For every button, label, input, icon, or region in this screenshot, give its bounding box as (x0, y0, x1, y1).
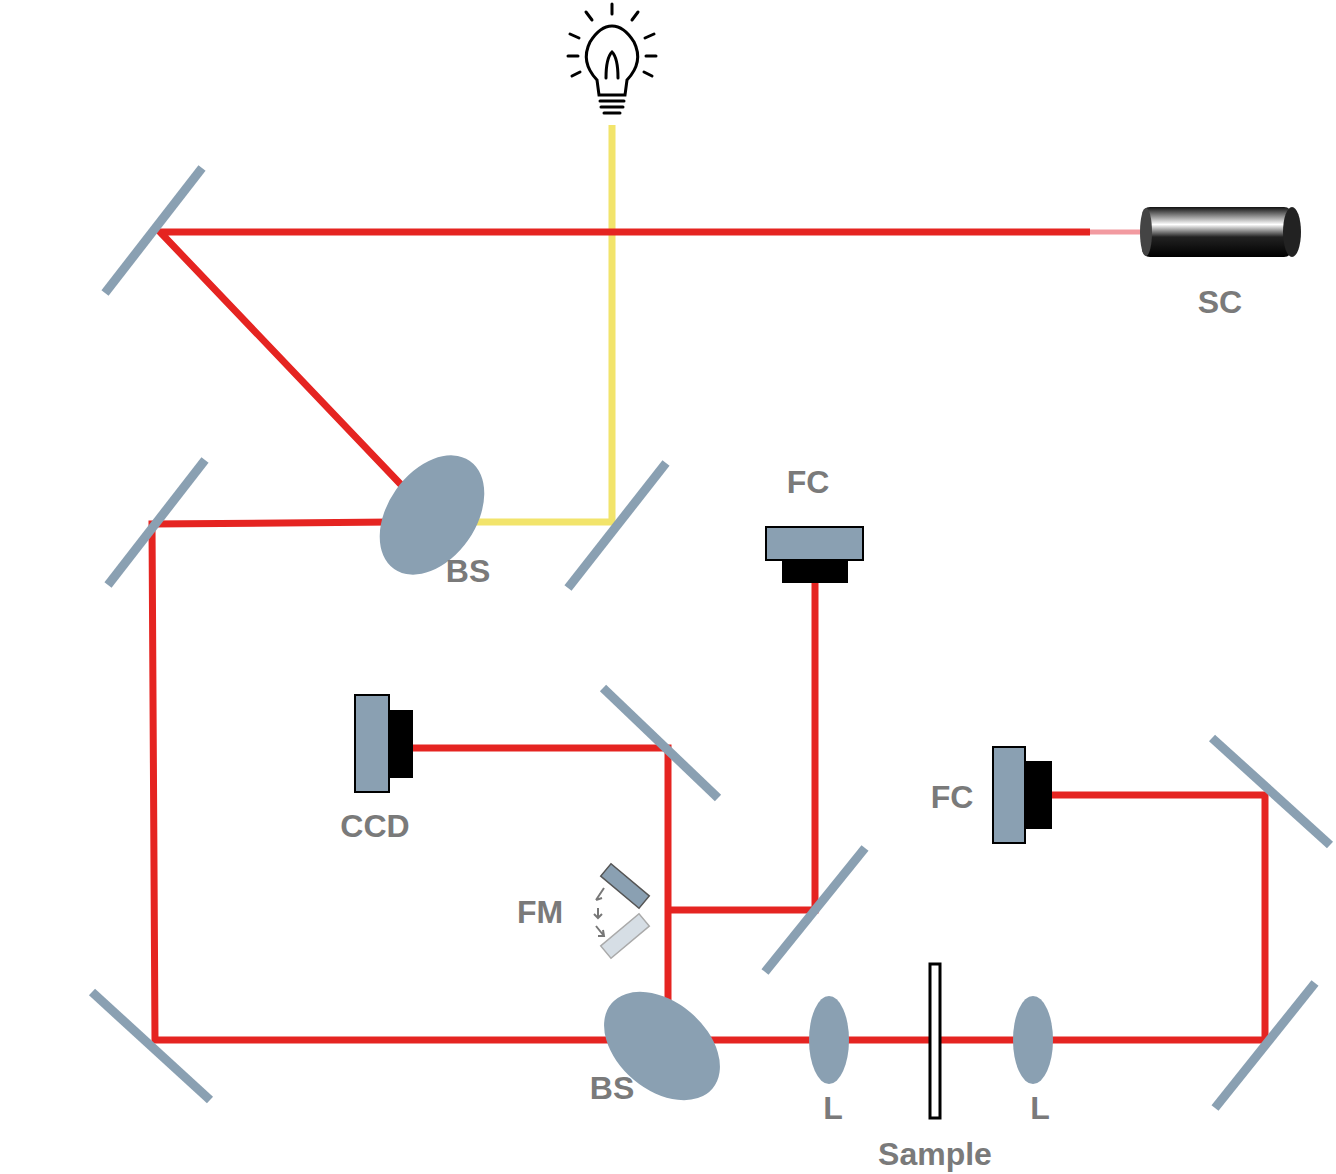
part-label: FC (787, 466, 830, 498)
flip-mirror (594, 864, 649, 958)
part-label: FM (517, 896, 563, 928)
laser-output (1090, 230, 1148, 235)
part-label: SC (1198, 286, 1242, 318)
fiber-coupler (766, 527, 863, 583)
part-label: BS (446, 555, 490, 587)
part-label: BS (590, 1072, 634, 1104)
part-label: FC (931, 781, 974, 813)
part-label: Sample (878, 1138, 992, 1170)
part-label: CCD (340, 810, 409, 842)
lamp-icon (568, 4, 656, 113)
beam-splitter (358, 436, 506, 595)
beam-splitter (583, 970, 741, 1122)
sample-slide (930, 964, 940, 1118)
lens (809, 996, 849, 1084)
mirror (92, 168, 1330, 1108)
white-light-beam (468, 125, 612, 522)
ccd-camera (355, 695, 413, 792)
part-label: L (823, 1092, 843, 1124)
fiber-coupler (993, 747, 1052, 843)
lens (1013, 996, 1053, 1084)
source-cylinder (1140, 207, 1301, 257)
part-label: L (1030, 1092, 1050, 1124)
laser-beam (152, 232, 1265, 1040)
